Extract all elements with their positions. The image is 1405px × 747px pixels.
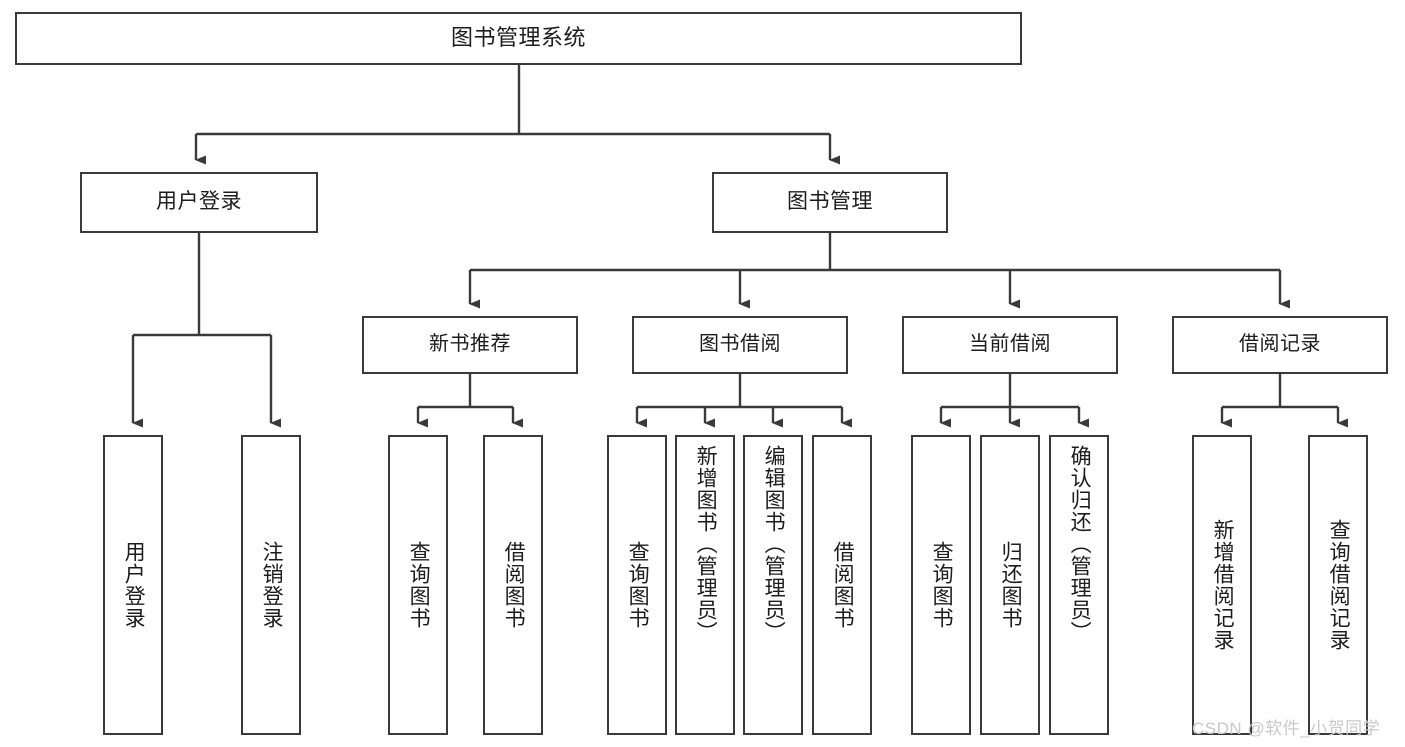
leaf-user-login-login[interactable]: 用户登录 (103, 435, 163, 735)
leaf-book-borrow-edit-label: 编辑图书（管理员） (762, 445, 786, 643)
node-book-management[interactable]: 图书管理 (712, 172, 948, 233)
leaf-borrow-record-add-label: 新增借阅记录 (1211, 519, 1235, 651)
leaf-current-borrow-return[interactable]: 归还图书 (980, 435, 1040, 735)
leaf-book-borrow-borrow-label: 借阅图书 (831, 541, 855, 629)
node-book-borrow[interactable]: 图书借阅 (632, 316, 848, 374)
node-user-login-label: 用户登录 (156, 190, 242, 214)
node-current-borrow[interactable]: 当前借阅 (902, 316, 1118, 374)
leaf-new-book-query[interactable]: 查询图书 (388, 435, 448, 735)
leaf-borrow-record-query-label: 查询借阅记录 (1327, 519, 1351, 651)
node-new-book-recommend[interactable]: 新书推荐 (362, 316, 578, 374)
node-root-label: 图书管理系统 (450, 25, 586, 51)
node-user-login[interactable]: 用户登录 (80, 172, 318, 233)
leaf-book-borrow-edit[interactable]: 编辑图书（管理员） (743, 435, 803, 735)
leaf-new-book-borrow[interactable]: 借阅图书 (483, 435, 543, 735)
leaf-user-login-logout[interactable]: 注销登录 (241, 435, 301, 735)
leaf-book-borrow-query[interactable]: 查询图书 (607, 435, 667, 735)
node-book-borrow-label: 图书借阅 (699, 333, 781, 356)
node-current-borrow-label: 当前借阅 (969, 333, 1051, 356)
node-book-management-label: 图书管理 (787, 190, 873, 214)
leaf-user-login-login-label: 用户登录 (122, 541, 146, 629)
leaf-book-borrow-add-label: 新增图书（管理员） (694, 445, 718, 643)
leaf-book-borrow-query-label: 查询图书 (626, 541, 650, 629)
node-borrow-record-label: 借阅记录 (1239, 333, 1321, 356)
node-new-book-recommend-label: 新书推荐 (429, 333, 511, 356)
leaf-current-borrow-query[interactable]: 查询图书 (911, 435, 971, 735)
leaf-new-book-borrow-label: 借阅图书 (502, 541, 526, 629)
leaf-current-borrow-confirm-return[interactable]: 确认归还（管理员） (1049, 435, 1109, 735)
leaf-new-book-query-label: 查询图书 (407, 541, 431, 629)
leaf-borrow-record-query[interactable]: 查询借阅记录 (1308, 435, 1368, 735)
leaf-book-borrow-borrow[interactable]: 借阅图书 (812, 435, 872, 735)
leaf-current-borrow-query-label: 查询图书 (930, 541, 954, 629)
node-root-book-management-system[interactable]: 图书管理系统 (15, 12, 1022, 65)
node-borrow-record[interactable]: 借阅记录 (1172, 316, 1388, 374)
leaf-current-borrow-confirm-return-label: 确认归还（管理员） (1068, 445, 1092, 643)
leaf-user-login-logout-label: 注销登录 (260, 541, 284, 629)
leaf-current-borrow-return-label: 归还图书 (999, 541, 1023, 629)
leaf-book-borrow-add[interactable]: 新增图书（管理员） (675, 435, 735, 735)
leaf-borrow-record-add[interactable]: 新增借阅记录 (1192, 435, 1252, 735)
